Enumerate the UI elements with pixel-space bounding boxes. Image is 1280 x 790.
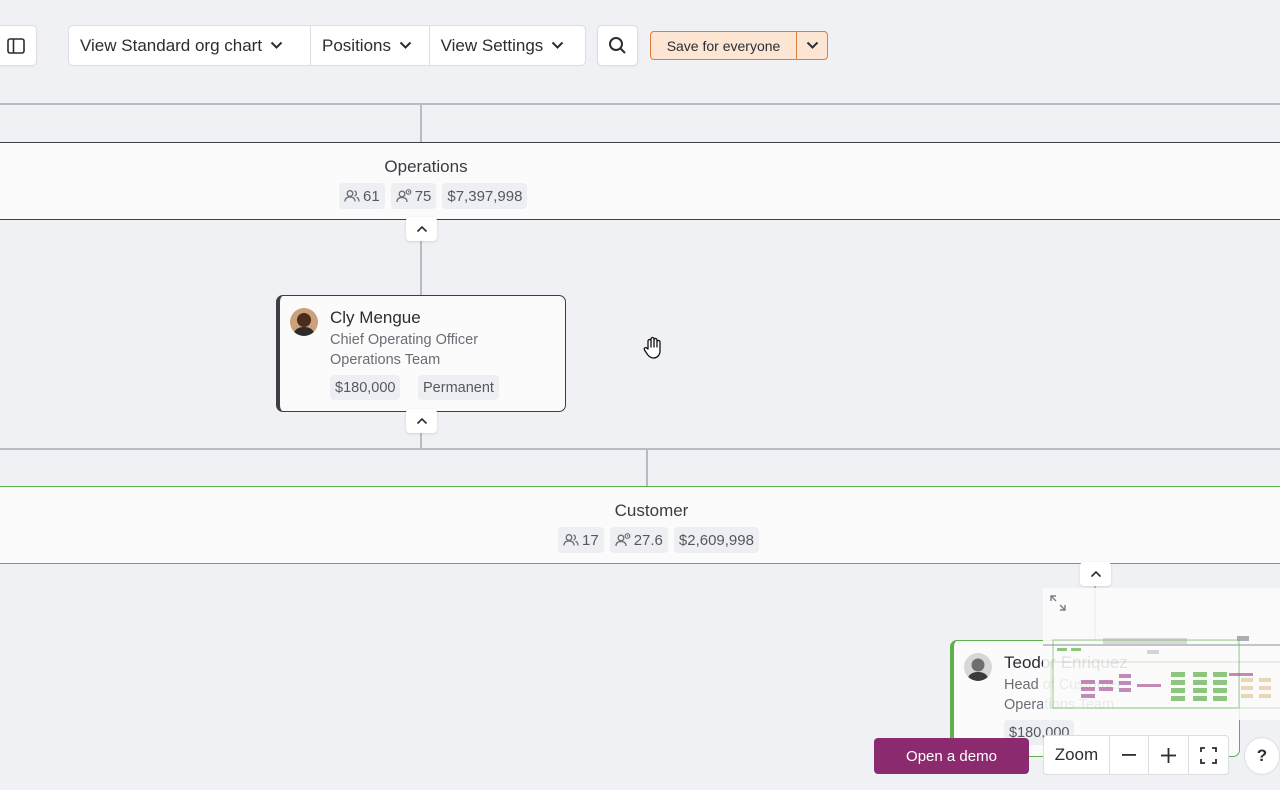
department-band-customer[interactable]: Customer 17 27.6 $2,609,998 <box>0 486 1280 564</box>
positions-label: Positions <box>322 35 391 55</box>
budget-chip: $7,397,998 <box>442 183 528 209</box>
budget-chip: $2,609,998 <box>673 527 759 553</box>
view-chart-dropdown[interactable]: View Standard org chart <box>69 26 312 65</box>
plus-icon <box>1160 747 1176 763</box>
chevron-up-icon <box>416 225 428 233</box>
fullscreen-icon <box>1199 746 1217 764</box>
chevron-up-icon <box>1090 570 1102 578</box>
person-team: Operations Team <box>330 352 441 368</box>
collapse-operations-button[interactable] <box>406 217 437 241</box>
minimap[interactable] <box>1043 588 1280 720</box>
sidebar-toggle-icon <box>6 37 25 54</box>
department-name: Operations <box>384 157 468 176</box>
zoom-out-button[interactable] <box>1110 736 1150 774</box>
collapse-cly-mengue-button[interactable] <box>406 409 437 433</box>
positions-chip: 27.6 <box>609 527 668 553</box>
view-settings-dropdown[interactable]: View Settings <box>430 26 585 65</box>
contract-chip: Permanent <box>418 375 499 400</box>
connector-line <box>0 448 1280 450</box>
headcount-chip: 17 <box>558 527 604 553</box>
search-icon <box>608 36 627 55</box>
chevron-down-icon <box>399 41 412 50</box>
headcount-value: 17 <box>582 531 599 549</box>
zoom-controls: Zoom <box>1043 735 1229 775</box>
collapse-customer-button[interactable] <box>1080 562 1111 586</box>
minimap-preview <box>1043 636 1280 709</box>
headcount-value: 61 <box>363 187 380 205</box>
save-split-button: Save for everyone <box>650 31 828 60</box>
connector-line <box>420 105 422 143</box>
sidebar-toggle-button[interactable] <box>0 25 37 66</box>
positions-icon <box>615 533 631 547</box>
positions-dropdown[interactable]: Positions <box>311 26 430 65</box>
hand-cursor-icon <box>642 336 664 360</box>
expand-icon[interactable] <box>1049 594 1067 612</box>
view-toolbar: View Standard org chart Positions View S… <box>68 25 586 66</box>
positions-value: 27.6 <box>633 531 663 549</box>
chevron-down-icon <box>806 41 819 50</box>
budget-value: $7,397,998 <box>447 187 523 205</box>
department-stats: 61 75 $7,397,998 <box>339 183 528 209</box>
person-title: Chief Operating Officer <box>330 332 479 348</box>
help-button[interactable]: ? <box>1244 737 1280 775</box>
zoom-in-button[interactable] <box>1149 736 1189 774</box>
connector-line <box>420 220 422 296</box>
chevron-down-icon <box>551 41 564 50</box>
chevron-down-icon <box>270 41 283 50</box>
headcount-chip: 61 <box>339 183 385 209</box>
minus-icon <box>1122 754 1137 756</box>
avatar <box>964 653 992 681</box>
positions-icon <box>396 189 412 203</box>
open-demo-button[interactable]: Open a demo <box>874 738 1029 774</box>
avatar <box>290 308 318 336</box>
view-chart-label: View Standard org chart <box>80 35 263 55</box>
people-icon <box>344 189 360 203</box>
connector-line <box>0 103 1280 105</box>
salary-chip: $180,000 <box>330 375 401 400</box>
person-name: Cly Mengue <box>330 308 421 327</box>
department-name: Customer <box>614 501 689 520</box>
people-icon <box>563 533 579 547</box>
save-options-button[interactable] <box>796 32 827 59</box>
view-settings-label: View Settings <box>440 35 544 55</box>
budget-value: $2,609,998 <box>678 531 754 549</box>
search-button[interactable] <box>597 25 638 66</box>
person-card-cly-mengue[interactable]: Cly Mengue Chief Operating Officer Opera… <box>276 295 566 412</box>
fullscreen-button[interactable] <box>1189 736 1228 774</box>
department-band-operations[interactable]: Operations 61 75 $7,397,998 <box>0 142 1280 220</box>
positions-chip: 75 <box>390 183 437 209</box>
chevron-up-icon <box>416 417 428 425</box>
department-stats: 17 27.6 $2,609,998 <box>558 527 759 553</box>
connector-line <box>646 450 648 487</box>
positions-value: 75 <box>414 187 432 205</box>
save-for-everyone-button[interactable]: Save for everyone <box>666 37 781 54</box>
zoom-label: Zoom <box>1044 736 1110 774</box>
